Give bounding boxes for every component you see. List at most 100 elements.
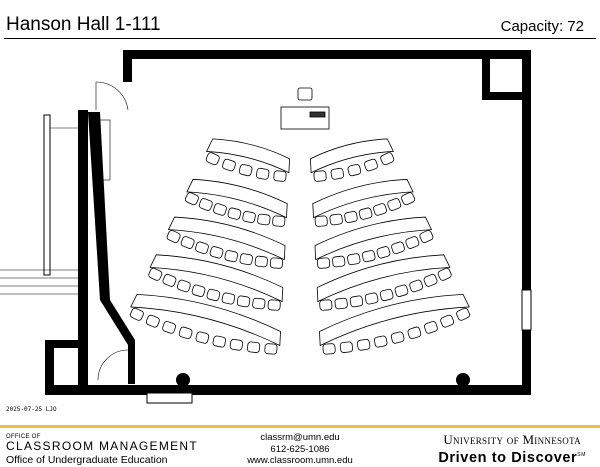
accessible-seat xyxy=(205,152,220,166)
header-divider xyxy=(4,38,596,39)
office-logo: OFFICE OF CLASSROOM MANAGEMENT Office of… xyxy=(6,434,198,466)
seat xyxy=(236,295,251,308)
seat xyxy=(456,307,471,321)
seat xyxy=(242,211,256,223)
seat xyxy=(239,253,253,266)
seat xyxy=(424,321,438,334)
university-logo: University of Minnesota Driven to Discov… xyxy=(438,432,586,466)
seat xyxy=(373,335,388,348)
seat xyxy=(267,299,281,311)
seat xyxy=(272,215,286,227)
walls xyxy=(45,50,531,395)
instructor-chair xyxy=(297,87,313,101)
seat xyxy=(162,274,177,287)
instructor-desk xyxy=(280,106,330,130)
seating xyxy=(129,138,471,355)
seat xyxy=(313,170,327,182)
seat xyxy=(361,250,376,263)
seat xyxy=(227,207,242,220)
desk-row xyxy=(312,178,414,219)
wall-angled xyxy=(88,112,135,384)
office-subtitle: Office of Undergraduate Education xyxy=(6,454,168,466)
seat xyxy=(376,246,391,259)
seat xyxy=(394,284,409,297)
column-left xyxy=(176,373,190,387)
seat xyxy=(316,257,331,269)
seat xyxy=(373,203,387,216)
seat xyxy=(423,274,438,287)
university-name: University of Minnesota xyxy=(443,432,581,447)
contact-email[interactable]: classrm@umn.edu xyxy=(260,432,340,443)
seat xyxy=(184,192,199,206)
tagline: Driven to Discover xyxy=(438,450,578,466)
office-of-label: OFFICE OF xyxy=(6,434,41,440)
seat xyxy=(437,267,452,281)
seat xyxy=(191,284,206,297)
desk-row xyxy=(149,254,284,303)
seat xyxy=(347,253,361,266)
seat xyxy=(176,279,191,293)
seat xyxy=(129,307,144,321)
contact-website[interactable]: www.classroom.umn.edu xyxy=(247,455,353,466)
seat xyxy=(145,314,160,328)
desk-row xyxy=(310,138,394,174)
seat xyxy=(405,236,420,249)
seat xyxy=(195,241,209,255)
tagline-mark: SM xyxy=(577,452,586,459)
seat xyxy=(364,292,379,305)
seat xyxy=(329,213,343,226)
capacity-label: Capacity: 72 xyxy=(500,18,584,35)
seat xyxy=(254,255,268,268)
desk-row xyxy=(319,293,470,347)
seat xyxy=(180,236,195,249)
seat xyxy=(212,335,227,348)
wall-right xyxy=(522,50,531,395)
accessible-seat xyxy=(264,343,278,355)
contact-info: classrm@umn.edu 612-625-1086 www.classro… xyxy=(230,432,370,467)
seat xyxy=(387,198,402,211)
seat xyxy=(319,299,333,311)
seat xyxy=(358,207,373,220)
closet-wall xyxy=(482,50,490,100)
wall-left-lower xyxy=(45,345,54,393)
wall-step xyxy=(45,340,85,348)
seat xyxy=(356,338,371,351)
seat xyxy=(364,158,378,172)
seat xyxy=(339,341,354,353)
seat xyxy=(178,326,193,340)
wall-left xyxy=(78,110,88,390)
stair-lines xyxy=(0,81,129,381)
column-right xyxy=(456,373,470,387)
seat xyxy=(440,314,455,328)
desk-row xyxy=(314,216,433,261)
page-title: Hanson Hall 1-111 xyxy=(6,14,161,35)
seat xyxy=(224,250,239,263)
seat xyxy=(238,164,253,177)
seat xyxy=(195,331,210,344)
seat xyxy=(206,288,221,302)
door-swing-bottom xyxy=(97,349,129,381)
seat xyxy=(407,326,422,340)
date-stamp: 2025-07-25 LJO xyxy=(6,406,57,413)
footer-accent-bar xyxy=(0,425,600,428)
seat xyxy=(252,297,266,310)
seat xyxy=(379,288,394,302)
seat xyxy=(257,213,271,226)
seat xyxy=(213,203,227,216)
seat xyxy=(148,267,163,281)
desk-row xyxy=(206,138,290,174)
desk-row xyxy=(186,178,288,219)
seat xyxy=(273,170,287,182)
seat xyxy=(166,230,181,243)
seat xyxy=(246,341,261,353)
wall-bottom xyxy=(45,385,531,395)
seat xyxy=(255,167,270,180)
seat xyxy=(332,255,346,268)
seat xyxy=(380,152,395,166)
seat xyxy=(229,338,244,351)
seat xyxy=(198,198,213,211)
seat xyxy=(334,297,348,310)
seat xyxy=(314,215,328,227)
desk-row xyxy=(130,293,281,347)
seat xyxy=(222,158,236,172)
